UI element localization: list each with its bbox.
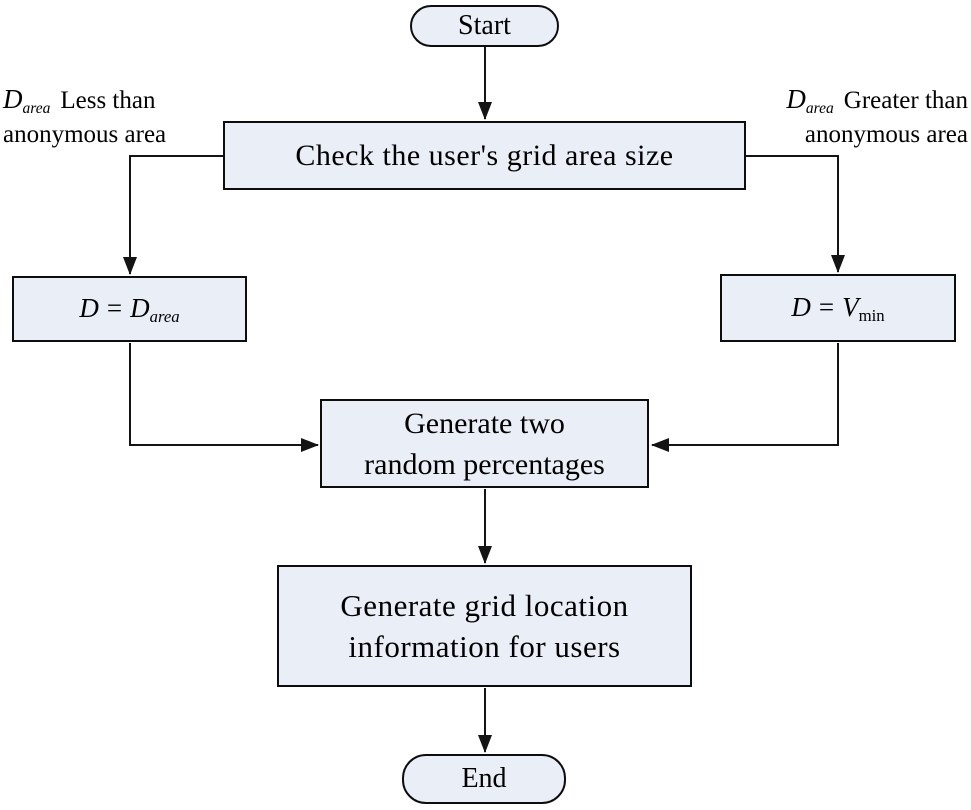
end-node: End xyxy=(402,754,566,804)
left-branch-condition: Less than xyxy=(60,87,156,114)
generate-grid-location-node: Generate grid location information for u… xyxy=(277,565,692,687)
right-branch-symbol: D xyxy=(786,84,806,114)
assign-darea-rhs-subscript: area xyxy=(149,307,180,327)
left-branch-label-line1: Darea Less than xyxy=(3,84,166,119)
connector-assign-right-to-random xyxy=(651,343,839,452)
assign-darea-rhs: D xyxy=(130,293,150,324)
right-branch-condition: Greater than xyxy=(843,87,968,114)
generate-grid-location-line1: Generate grid location xyxy=(340,588,629,623)
assign-darea-lhs: D xyxy=(79,293,99,324)
right-branch-label-line1: Darea Greater than xyxy=(786,84,968,119)
assign-darea-equals: = xyxy=(106,293,123,324)
connector-check-to-assign-right xyxy=(745,155,845,273)
generate-random-percentages-node: Generate two random percentages xyxy=(320,399,649,488)
end-label: End xyxy=(461,763,507,795)
left-branch-symbol-subscript: area xyxy=(22,99,51,117)
assign-vmin-rhs: V xyxy=(842,292,859,323)
connector-check-to-assign-left xyxy=(123,155,224,275)
left-branch-symbol: D xyxy=(3,84,23,114)
assign-vmin-rhs-subscript: min xyxy=(858,306,885,326)
generate-random-percentages-line2: random percentages xyxy=(364,447,605,481)
connector-assign-left-to-random xyxy=(129,343,319,452)
right-branch-symbol-subscript: area xyxy=(805,99,834,117)
assign-vmin-equals: = xyxy=(818,292,835,323)
left-branch-label-line2: anonymous area xyxy=(3,121,167,148)
check-grid-area-label: Check the user's grid area size xyxy=(295,138,674,172)
left-branch-label: Darea Less than anonymous area xyxy=(3,84,166,150)
generate-random-percentages-line1: Generate two xyxy=(404,406,565,440)
generate-grid-location-line2: information for users xyxy=(348,629,621,664)
start-label: Start xyxy=(458,10,511,42)
assign-vmin-lhs: D xyxy=(791,292,811,323)
right-branch-label: Darea Greater than anonymous area xyxy=(786,84,968,150)
right-branch-label-line2: anonymous area xyxy=(804,121,968,148)
check-grid-area-node: Check the user's grid area size xyxy=(223,121,746,190)
start-node: Start xyxy=(410,5,559,47)
